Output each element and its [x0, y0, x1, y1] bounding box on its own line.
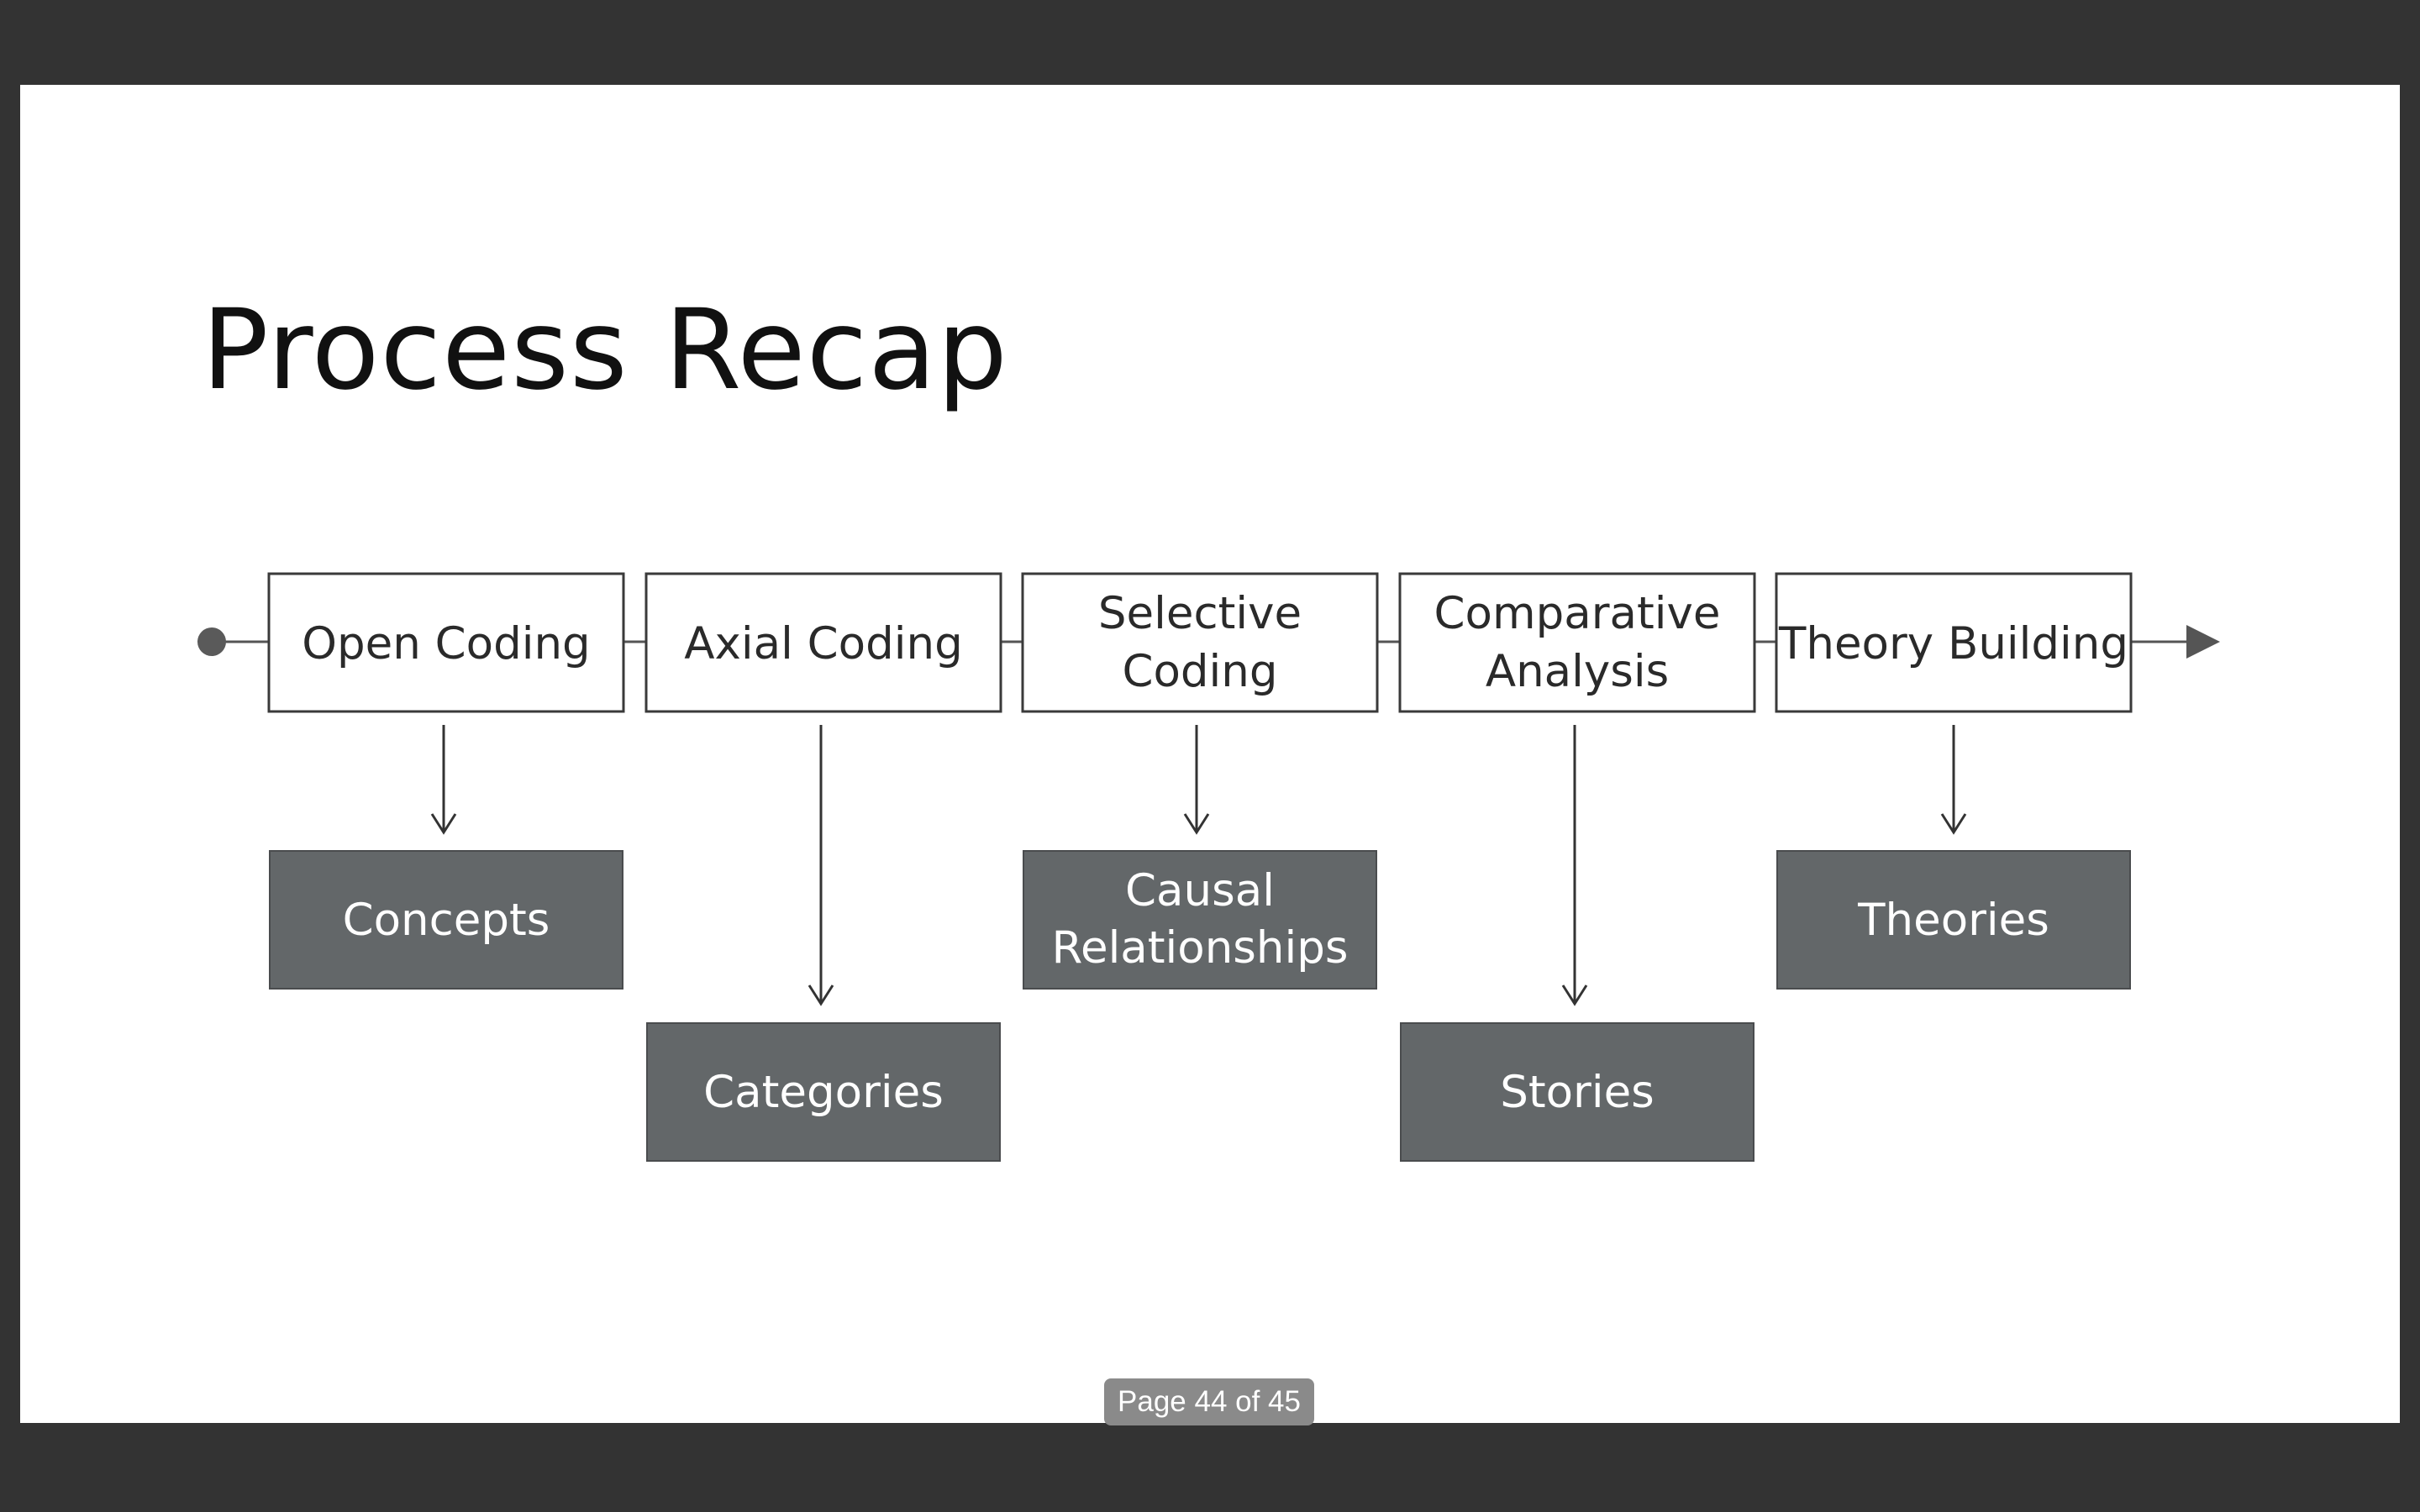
- output-box-categories: Categories: [646, 1022, 1001, 1162]
- output-label: Categories: [703, 1067, 944, 1118]
- page-indicator-badge: Page 44 of 45: [1104, 1378, 1314, 1425]
- process-step-selective-coding: Selective Coding: [1021, 572, 1379, 713]
- output-label-line-2: Relationships: [1052, 922, 1349, 974]
- slide-page: Process Recap Open Coding Axial Coding S…: [20, 85, 2400, 1423]
- output-label: Concepts: [343, 895, 550, 946]
- output-label: Theories: [1857, 895, 2049, 946]
- step-label: Axial Coding: [684, 618, 962, 669]
- output-label: Stories: [1500, 1067, 1655, 1118]
- process-step-theory-building: Theory Building: [1775, 572, 2133, 713]
- down-arrow-concepts: [430, 725, 457, 835]
- step-label-line-1: Selective: [1098, 588, 1302, 639]
- flow-start-dot: [197, 627, 226, 656]
- process-step-axial-coding: Axial Coding: [644, 572, 1002, 713]
- output-box-causal-relationships: Causal Relationships: [1023, 850, 1377, 990]
- step-label: Theory Building: [1778, 618, 2128, 669]
- process-step-open-coding: Open Coding: [267, 572, 625, 713]
- process-diagram: Open Coding Axial Coding Selective Codin…: [197, 572, 2220, 1162]
- down-arrow-categories: [808, 725, 834, 1006]
- slide-title: Process Recap: [202, 286, 1008, 415]
- down-arrow-causal-relationships: [1183, 725, 1210, 835]
- down-arrow-theories: [1940, 725, 1967, 835]
- output-box-theories: Theories: [1776, 850, 2131, 990]
- step-label-line-1: Comparative: [1434, 588, 1721, 639]
- step-label-line-2: Coding: [1122, 646, 1277, 697]
- output-box-stories: Stories: [1400, 1022, 1754, 1162]
- output-label-line-1: Causal: [1125, 865, 1275, 916]
- output-box-concepts: Concepts: [269, 850, 623, 990]
- step-label-line-2: Analysis: [1486, 646, 1669, 697]
- process-step-comparative-analysis: Comparative Analysis: [1398, 572, 1756, 713]
- down-arrow-stories: [1561, 725, 1588, 1006]
- step-label: Open Coding: [302, 618, 590, 669]
- flow-end-arrowhead: [2186, 625, 2220, 659]
